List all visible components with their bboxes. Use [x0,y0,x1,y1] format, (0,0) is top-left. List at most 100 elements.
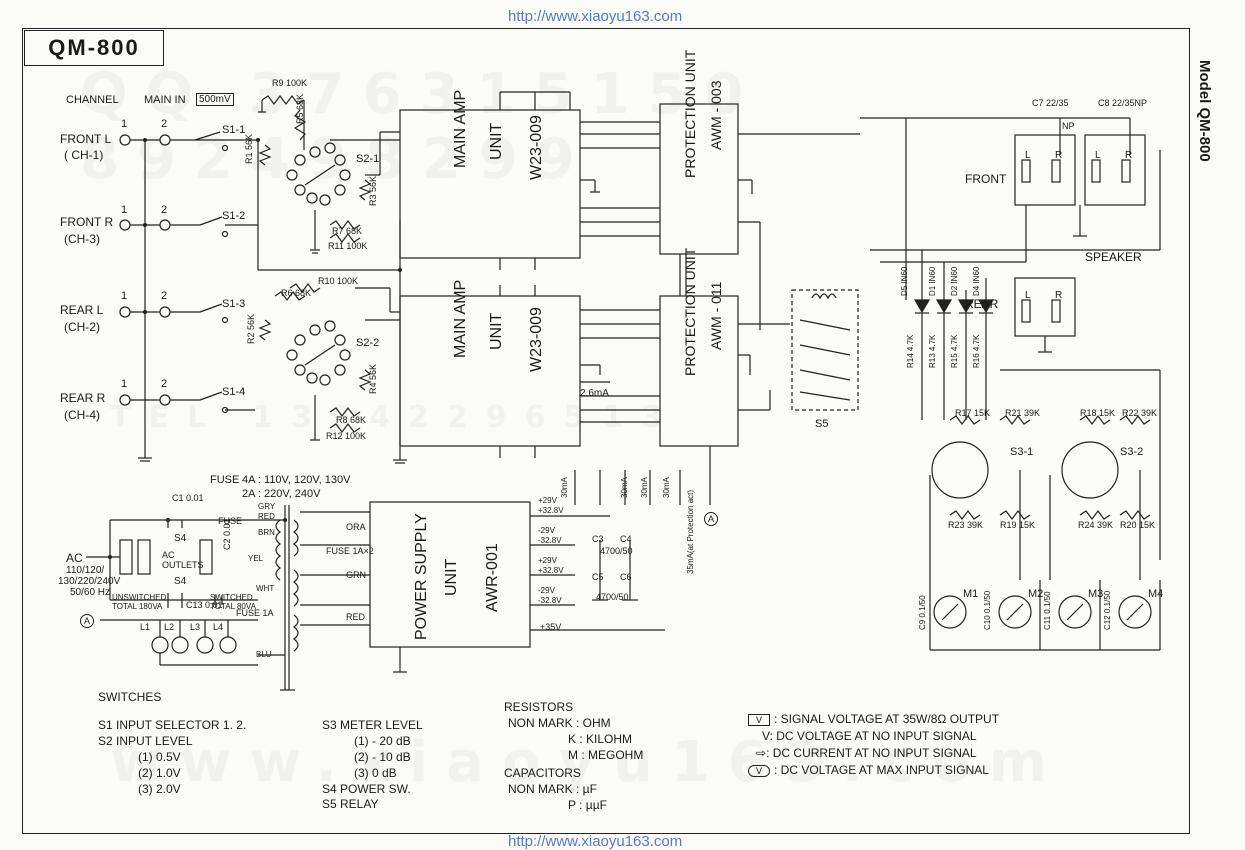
switches-s4: S4 POWER SW. [322,782,411,796]
input-selector-switches [194,131,400,414]
ac-label: AC [66,551,83,565]
jack-pin-2: 2 [161,378,168,390]
rail-plus-32-a: +32.8V [538,506,564,515]
switches-s2-1: (1) 0.5V [138,750,181,764]
node-a-marker-ac: A [80,614,94,628]
speaker-front-left-l: L [1025,150,1031,161]
cap-c6: C6 [620,572,632,582]
resistor-r8: R8 68K [336,415,367,425]
side-model-label: Model QM-800 [1196,60,1213,162]
cap-np: NP [1062,121,1075,131]
switch-s1-4: S1-4 [222,386,246,398]
resistors-m: M : MEGOHM [568,748,644,762]
switches-s2: S2 INPUT LEVEL [98,734,193,748]
diode-d2: D2 IN60 [950,266,959,296]
meter-diodes [905,118,1161,560]
transformer [258,505,370,691]
relay-s5 [791,289,859,411]
amp1-part: W23-009 [528,115,545,180]
speaker-front-label: FRONT [965,172,1007,186]
resistor-r13: R13 4.7K [928,334,937,368]
jack-pin-2: 2 [161,118,168,130]
cap-value-a: 4700/50 [600,546,633,556]
meter-m4: M4 [1148,588,1164,600]
wire-brn: BRN [258,528,275,537]
current-protection: 35mA(at Protection act) [686,489,695,574]
resistor-r24: R24 39K [1078,520,1114,530]
channel-id-front-l: ( CH-1) [64,148,104,162]
rail-plus-32-b: +32.8V [538,566,564,575]
switches-s3: S3 METER LEVEL [322,718,423,732]
fuse-line-1: 4A : 110V, 120V, 130V [242,474,351,486]
cap-c13: C13 0.01 [186,600,223,610]
psu-outputs [530,470,681,631]
cap-c4: C4 [620,534,632,544]
meter-m1: M1 [963,588,979,600]
amp2-part: W23-009 [528,307,545,372]
power-switch-s4-b: S4 [174,576,187,587]
rail-minus-29-a: -29V [538,526,555,535]
amp2-sub: UNIT [488,312,505,350]
speaker-rear-r: R [1055,290,1063,301]
switch-s1-2: S1-2 [222,210,246,222]
switch-s3-2: S3-2 [1120,446,1144,458]
meter-level-switches [929,415,1151,580]
power-switch-s4-a: S4 [174,533,187,544]
cap-c1: C1 0.01 [172,493,204,503]
resistor-r10: R10 100K [318,276,359,286]
cap-c9: C9 0.1/50 [918,595,927,630]
jack-pin-1: 1 [121,204,128,216]
current-4: 30mA [662,477,671,498]
jack-pin-1: 1 [121,118,128,130]
cap-value-b: 4700/50 [596,592,629,602]
fuse-label: FUSE [210,474,240,486]
legend-signal-text: : SIGNAL VOLTAGE AT 35W/8Ω OUTPUT [774,712,1000,726]
jack-pin-1: 1 [121,378,128,390]
level-network-top [258,95,400,254]
speaker-rear-l: L [1025,290,1031,301]
resistor-r4: R4 56K [368,363,379,395]
capacitors-title: CAPACITORS [504,766,581,780]
legend-dc-current: ⇨: DC CURRENT AT NO INPUT SIGNAL [756,746,977,760]
wire-blu: BLU [256,650,272,659]
resistor-r6: R6 68K [281,288,312,298]
legend-max-signal-text: : DC VOLTAGE AT MAX INPUT SIGNAL [774,763,989,777]
cap-c10: C10 0.1/50 [983,590,992,630]
protection1-title: PROTECTION UNIT [682,49,698,178]
amp2-title: MAIN AMP [452,279,469,358]
channel-name-rear-l: REAR L [60,303,104,317]
jack-pin-1: 1 [121,290,128,302]
rail-minus-32-b: -32.8V [538,596,562,605]
channel-name-front-r: FRONT R [60,215,114,229]
resistor-r16: R16 4.7K [972,334,981,368]
channel-name-front-l: FRONT L [60,132,112,146]
switches-title: SWITCHES [98,690,162,704]
cap-c7: C7 22/35 [1032,98,1069,108]
meter-current-label: 2.6mA [580,388,609,399]
wire-red: RED [258,512,275,521]
rail-plus-29-a: +29V [538,496,557,505]
ac-frequency: 50/60 Hz [70,587,111,598]
main-in-label: MAIN IN [144,94,186,106]
resistors-title: RESISTORS [504,700,574,714]
diode-d5: D5 IN60 [900,266,909,296]
switches-s1: S1 INPUT SELECTOR 1. 2. [98,718,247,732]
rail-plus-29-b: +29V [538,556,557,565]
level-network-bottom [258,283,400,441]
switch-s1-3: S1-3 [222,298,246,310]
resistor-r7: R7 68K [332,226,363,236]
switches-s5: S5 RELAY [322,797,379,811]
legend-dc-current-text: : DC CURRENT AT NO INPUT SIGNAL [766,746,977,760]
wire-ora: ORA [346,522,366,532]
resistor-r2: R2 56K [246,313,257,345]
channel-id-front-r: (CH-3) [64,232,100,246]
current-2: 30mA [620,477,629,498]
ac-voltage-2: 130/220/240V [58,576,121,587]
switch-s1-1: S1-1 [222,124,246,136]
speaker-title: SPEAKER [1085,250,1142,264]
psu-sub: UNIT [443,558,460,596]
diode-d4: D4 IN60 [972,266,981,296]
switch-s2-2: S2-2 [356,337,380,349]
fuse-line-2: 2A : 220V, 240V [242,488,321,500]
